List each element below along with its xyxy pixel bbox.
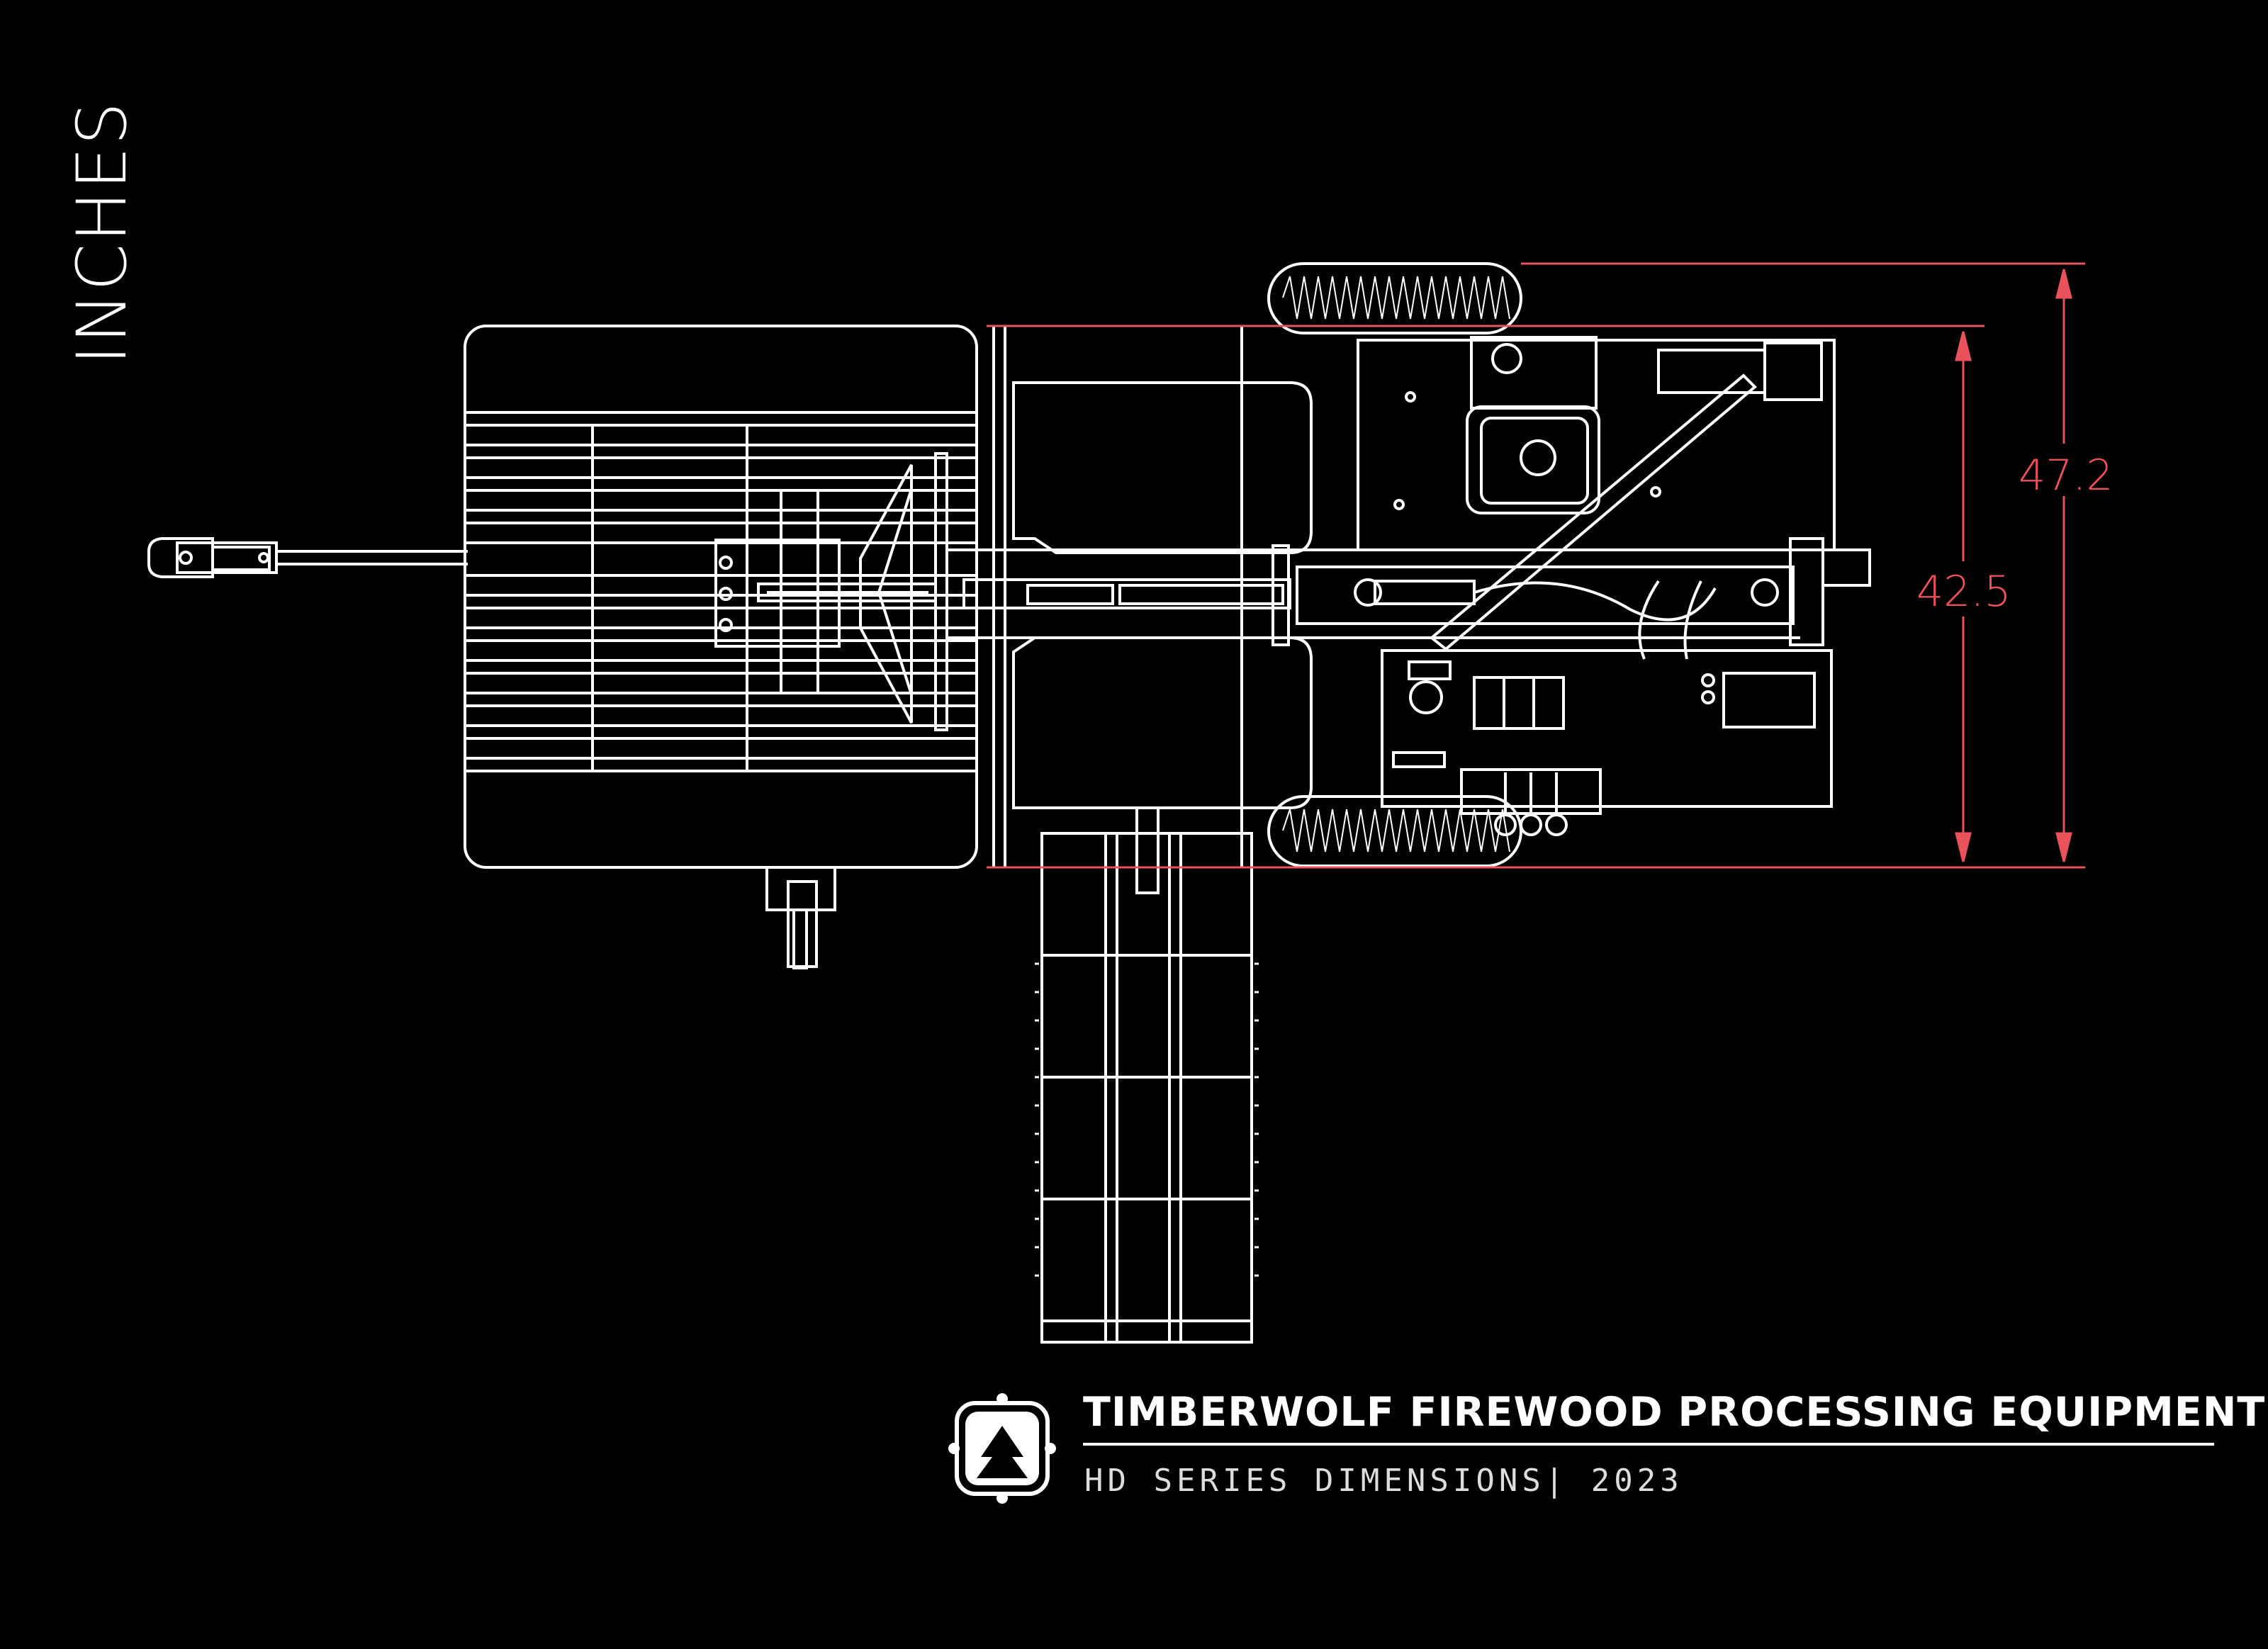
- footer-subtitle: HD SERIES DIMENSIONS| 2023: [1084, 1463, 1683, 1499]
- frame-width-dimension: 42.5: [1916, 567, 2011, 617]
- outfeed-conveyor: [1035, 806, 1259, 1344]
- footer-title: TIMBERWOLF FIREWOOD PROCESSING EQUIPMENT: [1083, 1389, 2266, 1436]
- deck-slats: [465, 411, 977, 772]
- footer-divider: [1083, 1443, 2214, 1446]
- overall-width-dimension: 47.2: [2019, 451, 2113, 500]
- log-deck: [464, 325, 978, 969]
- hitch-assembly: [147, 537, 468, 578]
- engine-compartment: [1357, 336, 1836, 651]
- upper-wheel: [1267, 262, 1522, 334]
- dimension-lines: [987, 262, 2085, 869]
- control-panel: [1381, 649, 1833, 836]
- main-beam: [947, 537, 1871, 646]
- hydraulic-tanks: [992, 326, 1313, 867]
- splitting-wedge: [757, 452, 948, 731]
- lower-wheel: [1267, 795, 1522, 867]
- timberwolf-tree-logo-icon: [948, 1393, 1056, 1504]
- units-label: INCHES: [62, 101, 142, 365]
- hose-routing: [1354, 578, 1779, 660]
